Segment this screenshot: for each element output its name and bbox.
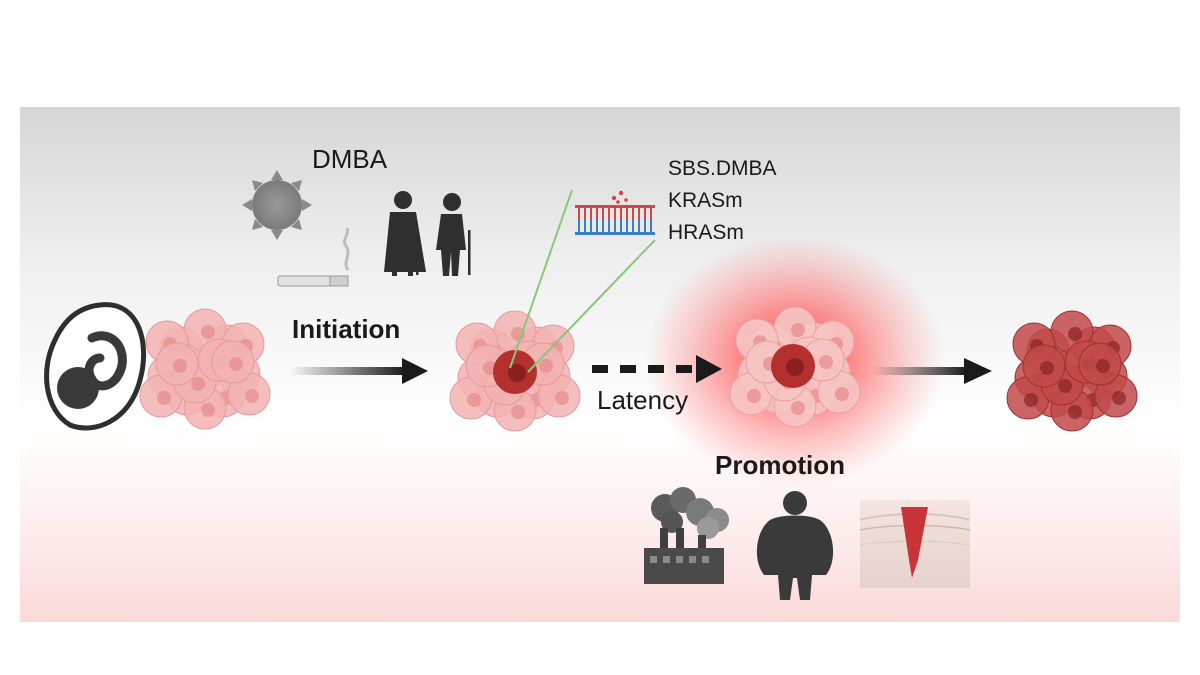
cigarette-icon xyxy=(277,227,350,287)
dmba-label: DMBA xyxy=(312,144,388,174)
cell-nucleus xyxy=(819,355,833,369)
dna-rung-bottom xyxy=(614,220,616,232)
initiation-label: Initiation xyxy=(292,314,401,344)
mutation-line-bottom xyxy=(527,239,656,373)
dna-rung-bottom xyxy=(584,220,586,232)
dna-rung-bottom xyxy=(650,220,652,232)
initiation-arrow xyxy=(290,358,428,384)
sun-icon xyxy=(242,170,312,240)
dna-rung-top xyxy=(644,208,646,220)
cell-nucleus xyxy=(791,323,805,337)
initiated-cell-cluster xyxy=(449,310,581,432)
dna-rung-bottom xyxy=(596,220,598,232)
dna-rung-top xyxy=(590,208,592,220)
factory-pollution-icon xyxy=(644,487,729,584)
dna-rung-bottom xyxy=(590,220,592,232)
cell-nucleus xyxy=(791,401,805,415)
dna-rung-top xyxy=(614,208,616,220)
dna-rung-top xyxy=(602,208,604,220)
cell-nucleus xyxy=(245,389,259,403)
cell-nucleus xyxy=(467,393,481,407)
dna-rung-top xyxy=(596,208,598,220)
cell-nucleus xyxy=(511,405,525,419)
cell-nucleus xyxy=(835,387,849,401)
cell-nucleus xyxy=(1040,361,1054,375)
cell-nucleus xyxy=(1096,359,1110,373)
cell-nucleus xyxy=(1068,327,1082,341)
cell-nucleus xyxy=(1058,379,1072,393)
cell-nucleus xyxy=(191,377,205,391)
dna-mutation-icon xyxy=(575,190,655,235)
dna-rung-top xyxy=(578,208,580,220)
cell-nucleus xyxy=(1112,391,1126,405)
mutant-cell-nucleus xyxy=(786,358,804,376)
progression-arrow xyxy=(872,358,992,384)
mutation-kras: KRASm xyxy=(668,189,743,212)
dna-rung-bottom xyxy=(638,220,640,232)
dna-rung-bottom xyxy=(620,220,622,232)
cell-nucleus xyxy=(1024,393,1038,407)
dna-rung-top xyxy=(638,208,640,220)
dna-rung-top xyxy=(584,208,586,220)
dna-rung-bottom xyxy=(632,220,634,232)
dna-rung-bottom xyxy=(602,220,604,232)
dna-rung-bottom xyxy=(626,220,628,232)
tumor-cluster xyxy=(1006,310,1138,432)
promotion-label: Promotion xyxy=(715,450,845,480)
latency-label: Latency xyxy=(597,385,689,415)
mutation-sbs-dmba: SBS.DMBA xyxy=(668,157,777,180)
cell-nucleus xyxy=(157,391,171,405)
mutation-hras: HRASm xyxy=(668,221,744,244)
dna-rung-top xyxy=(632,208,634,220)
skin-wound-icon xyxy=(859,500,971,588)
dna-rung-bottom xyxy=(644,220,646,232)
fetus-icon xyxy=(44,302,147,431)
cell-nucleus xyxy=(555,391,569,405)
cell-nucleus xyxy=(1068,405,1082,419)
obese-person-icon xyxy=(756,491,834,600)
latency-arrow xyxy=(592,355,722,383)
dna-rung-bottom xyxy=(578,220,580,232)
mutation-line-top xyxy=(509,189,573,369)
promoted-cell-cluster xyxy=(729,306,861,428)
dna-rung-top xyxy=(620,208,622,220)
dna-rung-bottom xyxy=(608,220,610,232)
dna-rung-top xyxy=(626,208,628,220)
cell-nucleus xyxy=(201,325,215,339)
cell-nucleus xyxy=(539,359,553,373)
dna-rung-top xyxy=(608,208,610,220)
mutant-cell-nucleus xyxy=(508,364,526,382)
normal-cell-cluster xyxy=(139,308,271,430)
elderly-couple-icon xyxy=(384,191,471,276)
cell-nucleus xyxy=(747,389,761,403)
cell-nucleus xyxy=(173,359,187,373)
cell-nucleus xyxy=(229,357,243,371)
dna-rung-top xyxy=(650,208,652,220)
cell-nucleus xyxy=(201,403,215,417)
